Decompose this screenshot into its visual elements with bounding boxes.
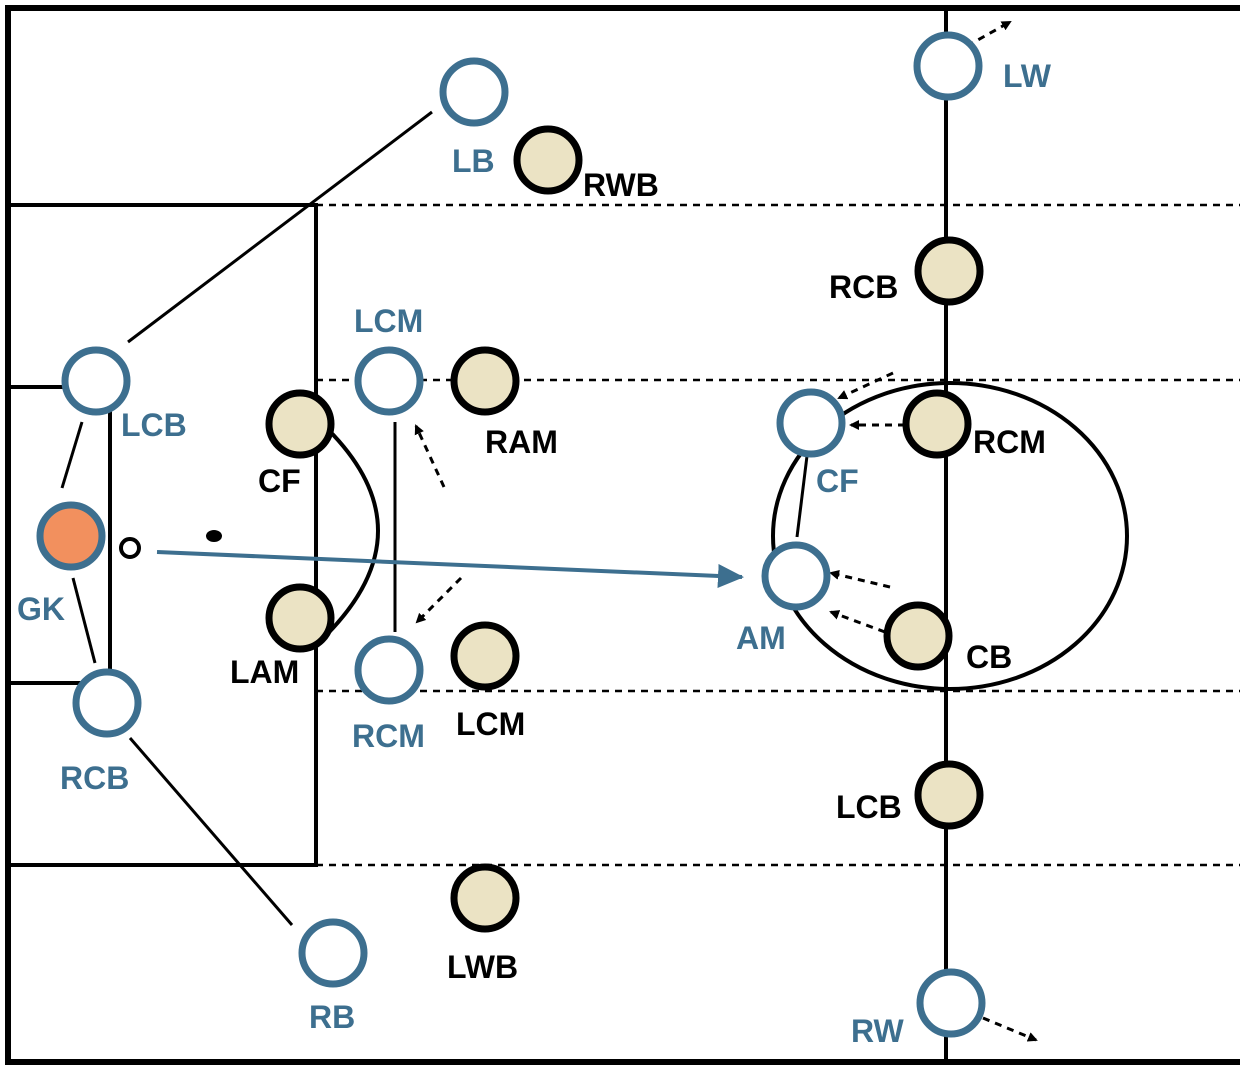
- ball-and-pass: [119, 530, 744, 588]
- ball-dot: [206, 530, 222, 542]
- player-a-lcb: [61, 346, 131, 416]
- label-a-rb: RB: [309, 999, 355, 1035]
- player-a-rcb: [72, 668, 142, 738]
- run-arrow-rw: [982, 1016, 1038, 1042]
- label-a-rcb: RCB: [60, 760, 129, 796]
- team-a-labels: LW LB LCM LCB GK RCB RCM RB CF AM RW: [17, 58, 1052, 1049]
- player-b-rcm: [902, 389, 972, 459]
- movement-arrows: [414, 20, 1038, 1042]
- label-b-rcm: RCM: [973, 424, 1046, 460]
- run-arrow-lcm: [414, 424, 446, 488]
- label-b-lwb: LWB: [447, 949, 518, 985]
- ball-marker: [119, 537, 141, 559]
- centre-circle: [771, 381, 1129, 691]
- player-b-rwb: [513, 125, 583, 195]
- player-a-cf: [776, 388, 846, 458]
- press-arrow-to-am-a: [829, 569, 891, 589]
- player-b-cb: [883, 601, 953, 671]
- label-a-lb: LB: [452, 143, 495, 179]
- label-b-lcb: LCB: [836, 789, 902, 825]
- label-b-ram: RAM: [485, 424, 558, 460]
- link-gk-rcb: [71, 577, 97, 664]
- label-a-lcb: LCB: [121, 407, 187, 443]
- player-b-lwb: [450, 863, 520, 933]
- label-a-lw: LW: [1003, 58, 1052, 94]
- run-arrow-lw: [966, 20, 1012, 48]
- player-b-ram: [450, 346, 520, 416]
- label-a-am: AM: [736, 620, 786, 656]
- link-cf-am: [795, 455, 809, 538]
- label-a-gk: GK: [17, 591, 65, 627]
- link-rcb-rb: [128, 737, 294, 926]
- player-a-rw: [916, 968, 986, 1038]
- player-a-rb: [298, 918, 368, 988]
- player-b-lcb: [914, 760, 984, 830]
- penalty-arc: [314, 416, 380, 647]
- label-a-rw: RW: [851, 1013, 905, 1049]
- player-a-am: [761, 541, 831, 611]
- player-a-rcm: [354, 635, 424, 705]
- label-a-lcm: LCM: [354, 303, 423, 339]
- run-arrow-rcm: [415, 576, 463, 624]
- label-b-lcm: LCM: [456, 706, 525, 742]
- team-b-players: [265, 125, 984, 933]
- label-b-cb: CB: [966, 639, 1012, 675]
- label-b-rcb: RCB: [829, 269, 898, 305]
- team-b-labels: RWB RCB RAM CF LAM LCM LWB RCM CB LCB: [230, 167, 1046, 985]
- goal-area: [8, 385, 112, 685]
- link-lcb-lb: [127, 110, 433, 344]
- player-b-cf: [265, 389, 335, 459]
- press-arrow-to-am-b: [829, 610, 886, 634]
- pitch-markings: [5, 5, 1240, 1065]
- penalty-area: [8, 203, 318, 867]
- team-a-players: [36, 31, 986, 1038]
- connection-lines: [60, 110, 809, 926]
- label-a-cf: CF: [816, 463, 859, 499]
- player-b-lcm: [450, 621, 520, 691]
- player-a-lb: [439, 57, 509, 127]
- pass-arrow: [156, 550, 744, 588]
- label-b-lam: LAM: [230, 654, 299, 690]
- player-a-lw: [913, 31, 983, 101]
- label-b-cf: CF: [258, 463, 301, 499]
- label-b-rwb: RWB: [583, 167, 659, 203]
- label-a-rcm: RCM: [352, 718, 425, 754]
- link-gk-lcb: [60, 421, 84, 489]
- press-arrow-to-cf-a: [837, 371, 894, 400]
- player-b-lam: [265, 583, 335, 653]
- player-a-lcm: [354, 346, 424, 416]
- pitch-boundary: [5, 5, 1240, 1065]
- player-a-gk: [36, 501, 106, 571]
- player-b-rcb: [914, 236, 984, 306]
